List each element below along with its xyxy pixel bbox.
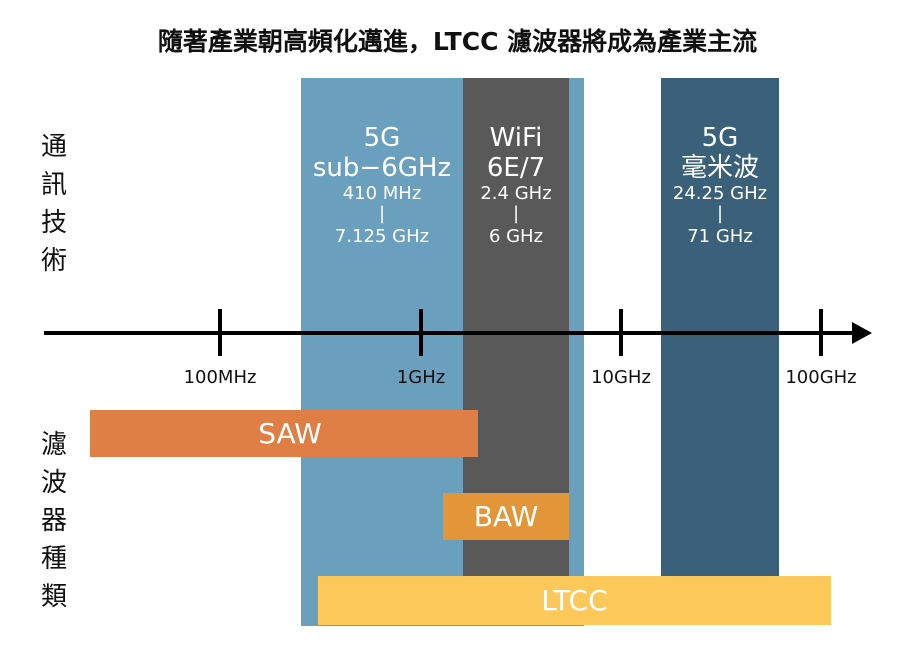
filter-char-4: 種 [40, 544, 67, 574]
baw-bar: BAW [443, 493, 569, 540]
filter-char-5: 類 [40, 582, 67, 612]
band-sub6-high: 7.125 GHz [334, 226, 430, 248]
band-sub6-name-line1: 5G [363, 123, 401, 153]
band-wifi-high: 6 GHz [488, 226, 544, 248]
band-wifi-name-line1: WiFi [489, 123, 543, 153]
band-mmwave-high: 71 GHz [687, 226, 753, 248]
band-wifi-name-line2: 6E/7 [486, 152, 546, 183]
band-sub6-sep: | [378, 203, 386, 225]
tech-char-3: 技 [40, 208, 67, 238]
tick-label-1ghz: 1GHz [396, 367, 446, 388]
band-wifi-low: 2.4 GHz [480, 182, 552, 204]
axis-arrow [852, 322, 872, 344]
band-mmwave-name-line1: 5G [701, 123, 739, 153]
filter-char-2: 波 [40, 468, 67, 498]
band-wifi-sep: | [512, 203, 520, 225]
tick-label-10ghz: 10GHz [591, 367, 651, 388]
page-title: 隨著產業朝高頻化邁進，LTCC 濾波器將成為產業主流 [157, 27, 758, 56]
band-mmwave-label: 5G 毫米波 24.25 GHz | 71 GHz [661, 123, 779, 248]
band-mmwave-low: 24.25 GHz [672, 182, 768, 204]
ltcc-bar: LTCC [318, 576, 831, 625]
saw-bar: SAW [90, 410, 478, 457]
tick-label-100ghz: 100GHz [785, 367, 857, 388]
filter-char-1: 濾 [40, 430, 67, 460]
band-sub6-label: 5G sub−6GHz 410 MHz | 7.125 GHz [301, 123, 463, 248]
tech-side-label: 通 訊 技 術 [36, 128, 72, 280]
saw-label: SAW [258, 417, 322, 450]
band-mmwave-name-line2: 毫米波 [680, 152, 759, 183]
band-sub6-name-line2: sub−6GHz [312, 152, 452, 183]
filter-char-3: 器 [40, 506, 67, 536]
band-mmwave-sep: | [716, 203, 724, 225]
filter-side-label: 濾 波 器 種 類 [36, 426, 72, 616]
band-sub6-low: 410 MHz [342, 182, 422, 204]
band-wifi-label: WiFi 6E/7 2.4 GHz | 6 GHz [463, 123, 569, 248]
ltcc-label: LTCC [541, 584, 608, 617]
band-mmwave-column [661, 78, 779, 578]
tech-char-4: 術 [40, 246, 67, 276]
tick-label-100mhz: 100MHz [183, 367, 257, 388]
tech-char-2: 訊 [40, 170, 67, 200]
baw-label: BAW [473, 500, 539, 533]
tech-char-1: 通 [40, 132, 67, 162]
